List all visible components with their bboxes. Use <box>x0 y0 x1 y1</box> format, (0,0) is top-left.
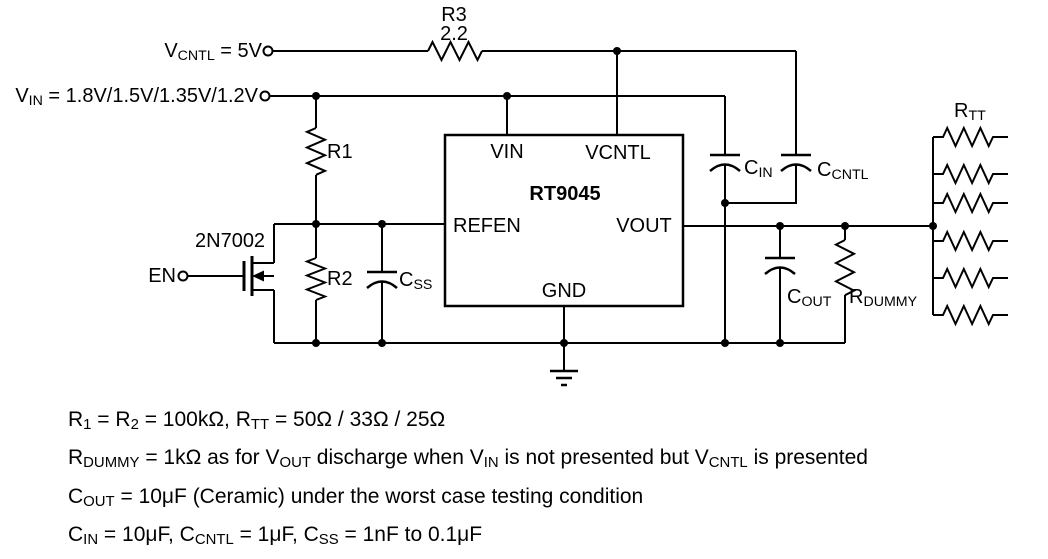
capacitor-css <box>366 270 398 289</box>
junction-dot <box>721 339 729 347</box>
ccntl-plate-bottom <box>780 163 812 172</box>
ground-symbol <box>550 343 578 387</box>
rtt-resistor-3 <box>933 191 1008 215</box>
capacitors <box>366 153 812 289</box>
en-label: EN <box>148 265 176 287</box>
ic-part-number: RT9045 <box>529 183 601 205</box>
junction-dot <box>378 220 386 228</box>
resistor-rdummy <box>833 239 857 297</box>
ic-pin-vout: VOUT <box>616 215 672 237</box>
mosfet-body-arrow <box>252 270 264 282</box>
junction-dot <box>929 222 937 230</box>
cin-plate-bottom <box>709 163 741 172</box>
vin-source-label: VIN = 1.8V/1.5V/1.35V/1.2V <box>15 85 258 110</box>
note-line-3: COUT = 10μF (Ceramic) under the worst ca… <box>68 485 644 511</box>
vin-terminal <box>259 90 271 102</box>
rtt-resistor-1 <box>933 125 1008 149</box>
wires <box>187 50 934 344</box>
resistor-r2 <box>304 257 328 301</box>
note-line-2: RDUMMY = 1kΩ as for VOUT discharge when … <box>68 446 868 472</box>
junction-dot <box>776 339 784 347</box>
junction-dot <box>560 339 568 347</box>
junction-dot <box>378 339 386 347</box>
resistor-network-rtt <box>933 125 1008 327</box>
rtt-resistor-5 <box>933 266 1008 290</box>
css-plate-bottom <box>366 280 398 289</box>
capacitor-ccntl <box>780 153 812 172</box>
rtt-resistor-2 <box>933 162 1008 186</box>
ccntl-label: CCNTL <box>817 159 869 184</box>
junction-dot <box>841 222 849 230</box>
resistors <box>304 39 1008 327</box>
note-line-4: CIN = 10μF, CCNTL = 1μF, CSS = 1nF to 0.… <box>68 523 483 549</box>
r1-label: R1 <box>327 141 353 163</box>
vcntl-source-label: VCNTL = 5V <box>164 40 262 65</box>
junction-dot <box>613 47 621 55</box>
vcntl-terminal <box>262 45 274 57</box>
junction-dot <box>312 92 320 100</box>
junction-dot <box>312 339 320 347</box>
junction-dot <box>503 92 511 100</box>
ic-pin-vin: VIN <box>490 141 524 163</box>
junction-dot <box>721 199 729 207</box>
rtt-resistor-4 <box>933 229 1008 253</box>
resistor-r3 <box>427 39 483 63</box>
r3-ref-label: R3 <box>441 4 467 26</box>
capacitor-cin <box>709 153 741 172</box>
mosfet-2n7002-symbol <box>242 256 274 296</box>
wire-ccntl-bottom-lead <box>725 165 797 204</box>
cout-label: COUT <box>787 286 832 311</box>
junction-dot <box>776 222 784 230</box>
terminals <box>177 45 274 282</box>
mosfet-label: 2N7002 <box>195 230 266 252</box>
en-terminal <box>177 270 189 282</box>
junction-dot <box>312 220 320 228</box>
resistor-r1 <box>304 127 328 176</box>
cin-label: CIN <box>744 157 773 182</box>
ic-pin-gnd: GND <box>541 280 587 302</box>
ic-body <box>443 133 685 308</box>
css-label: CSS <box>399 269 433 294</box>
cout-plate-bottom <box>764 266 796 275</box>
ic-pin-refen: REFEN <box>453 215 521 237</box>
capacitor-cout <box>764 256 796 275</box>
rtt-label: RTT <box>954 100 986 125</box>
rtt-resistor-6 <box>933 303 1008 327</box>
note-line-1: R1 = R2 = 100kΩ, RTT = 50Ω / 33Ω / 25Ω <box>68 408 446 434</box>
r2-label: R2 <box>327 268 353 290</box>
rdummy-label: RDUMMY <box>849 286 918 311</box>
junction-dots <box>312 47 937 347</box>
ic-pin-vcntl: VCNTL <box>585 142 651 164</box>
r3-value-label: 2.2 <box>440 23 468 45</box>
